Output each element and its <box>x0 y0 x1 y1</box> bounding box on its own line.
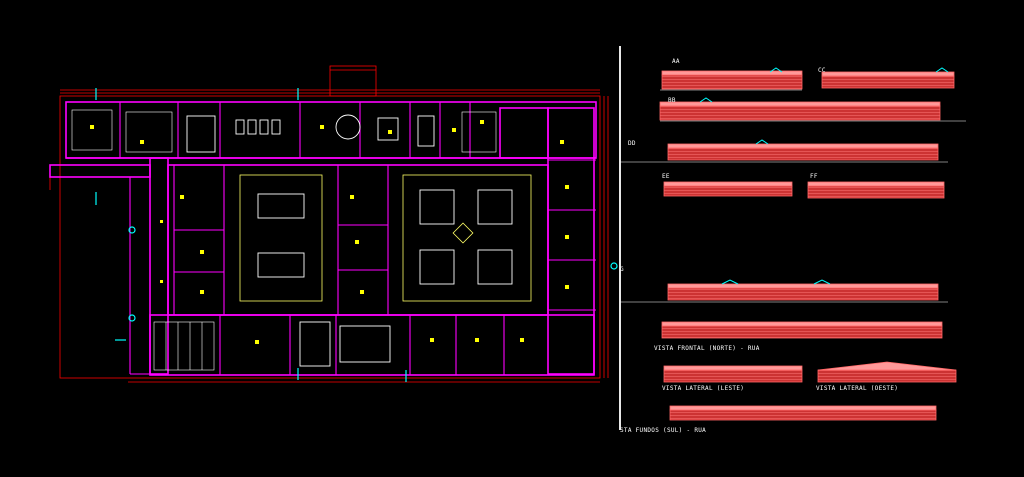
section-label-ee: EE <box>662 173 670 180</box>
sheet-divider-line <box>619 46 621 430</box>
vista-lateral-leste-label: VISTA LATERAL (LESTE) <box>662 385 745 392</box>
vista-frontal-label: VISTA FRONTAL (NORTE) - RUA <box>654 345 760 352</box>
vista-lateral-oeste-label: VISTA LATERAL (OESTE) <box>816 385 899 392</box>
section-label-g: G <box>620 266 624 273</box>
section-label-bb: BB <box>668 97 676 104</box>
section-label-dd: DD <box>628 140 636 147</box>
section-label-aa: AA <box>672 58 680 65</box>
vista-fundos-label: STA FUNDOS (SUL) - RUA <box>620 427 707 434</box>
section-label-cc: CC <box>818 67 826 74</box>
floor-plan <box>49 65 618 383</box>
section-label-ff: FF <box>810 173 818 180</box>
